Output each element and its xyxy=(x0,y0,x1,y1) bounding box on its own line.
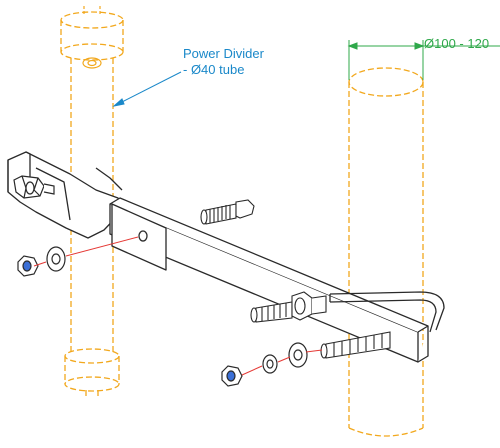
mast-diameter-dimension xyxy=(347,40,500,80)
power-divider-label: Power Divider xyxy=(183,46,264,61)
mast-diameter-label: Ø100 - 120 xyxy=(424,36,490,51)
left-washer xyxy=(46,246,66,272)
mast-tube xyxy=(348,67,424,437)
power-divider-tube-size: - Ø40 tube xyxy=(183,62,245,77)
power-divider-leader xyxy=(112,71,182,107)
clamp-bracket xyxy=(7,151,429,363)
tube-top-connector xyxy=(82,6,102,69)
right-washer-large xyxy=(288,342,308,368)
left-nut xyxy=(17,255,39,277)
right-nut xyxy=(221,365,243,387)
power-divider-callout: Power Divider - Ø40 tube xyxy=(183,46,264,78)
lower-threaded-bolt xyxy=(320,331,391,359)
right-washer-small xyxy=(262,354,278,374)
upper-threaded-bolt xyxy=(200,199,255,225)
left-clamp-bolt xyxy=(13,175,55,199)
middle-threaded-bolt xyxy=(250,291,327,323)
assembly-axis-lines xyxy=(33,236,323,376)
u-bolt xyxy=(329,291,445,333)
